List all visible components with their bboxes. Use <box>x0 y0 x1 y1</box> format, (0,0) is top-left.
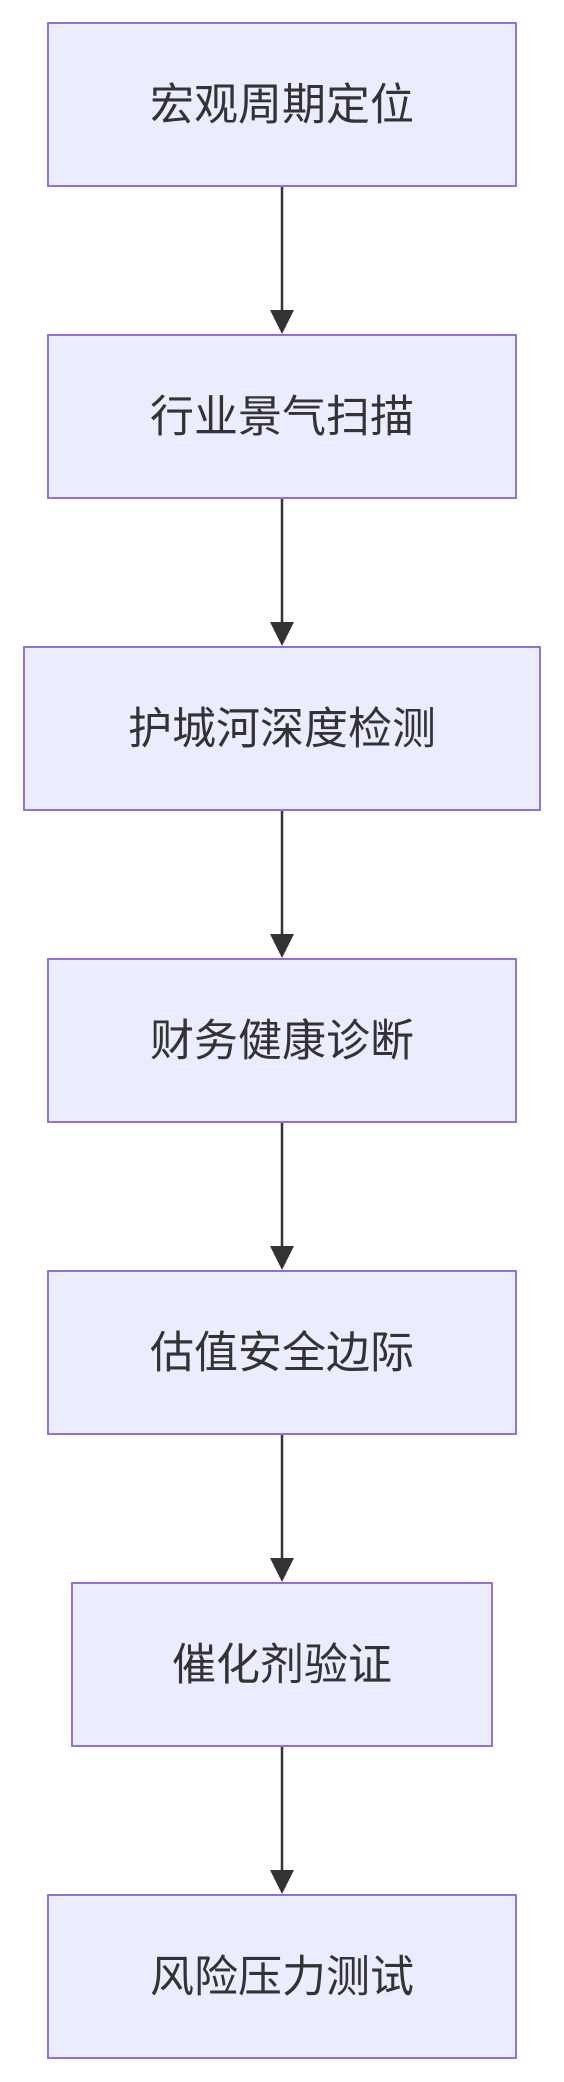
node-box <box>47 958 517 1123</box>
arrowhead-icon <box>270 310 294 334</box>
node-label: 护城河深度检测 <box>128 704 436 755</box>
node-label: 宏观周期定位 <box>150 80 414 131</box>
edge-5-6 <box>270 1435 294 1582</box>
arrowhead-icon <box>270 934 294 958</box>
node-label: 行业景气扫描 <box>150 392 414 443</box>
edge-4-5 <box>270 1123 294 1270</box>
edge-3-4 <box>270 811 294 958</box>
edge-1-2 <box>270 187 294 334</box>
node-box <box>23 646 541 811</box>
edge-2-3 <box>270 499 294 646</box>
node-box <box>47 334 517 499</box>
node-box <box>47 1894 517 2059</box>
node-label: 风险压力测试 <box>150 1952 414 2003</box>
flow-node-4: 财务健康诊断 <box>47 958 517 1123</box>
node-box <box>47 1270 517 1435</box>
node-box <box>47 22 517 187</box>
flow-node-7: 风险压力测试 <box>47 1894 517 2059</box>
arrowhead-icon <box>270 1558 294 1582</box>
edges <box>270 187 294 1894</box>
flow-node-3: 护城河深度检测 <box>23 646 541 811</box>
arrowhead-icon <box>270 1246 294 1270</box>
node-box <box>71 1582 493 1747</box>
node-label: 财务健康诊断 <box>150 1016 414 1067</box>
node-label: 估值安全边际 <box>150 1328 414 1379</box>
flow-node-1: 宏观周期定位 <box>47 22 517 187</box>
flow-node-2: 行业景气扫描 <box>47 334 517 499</box>
flow-node-5: 估值安全边际 <box>47 1270 517 1435</box>
node-label: 催化剂验证 <box>172 1640 392 1691</box>
flow-node-6: 催化剂验证 <box>71 1582 493 1747</box>
arrowhead-icon <box>270 1870 294 1894</box>
edge-6-7 <box>270 1747 294 1894</box>
arrowhead-icon <box>270 622 294 646</box>
